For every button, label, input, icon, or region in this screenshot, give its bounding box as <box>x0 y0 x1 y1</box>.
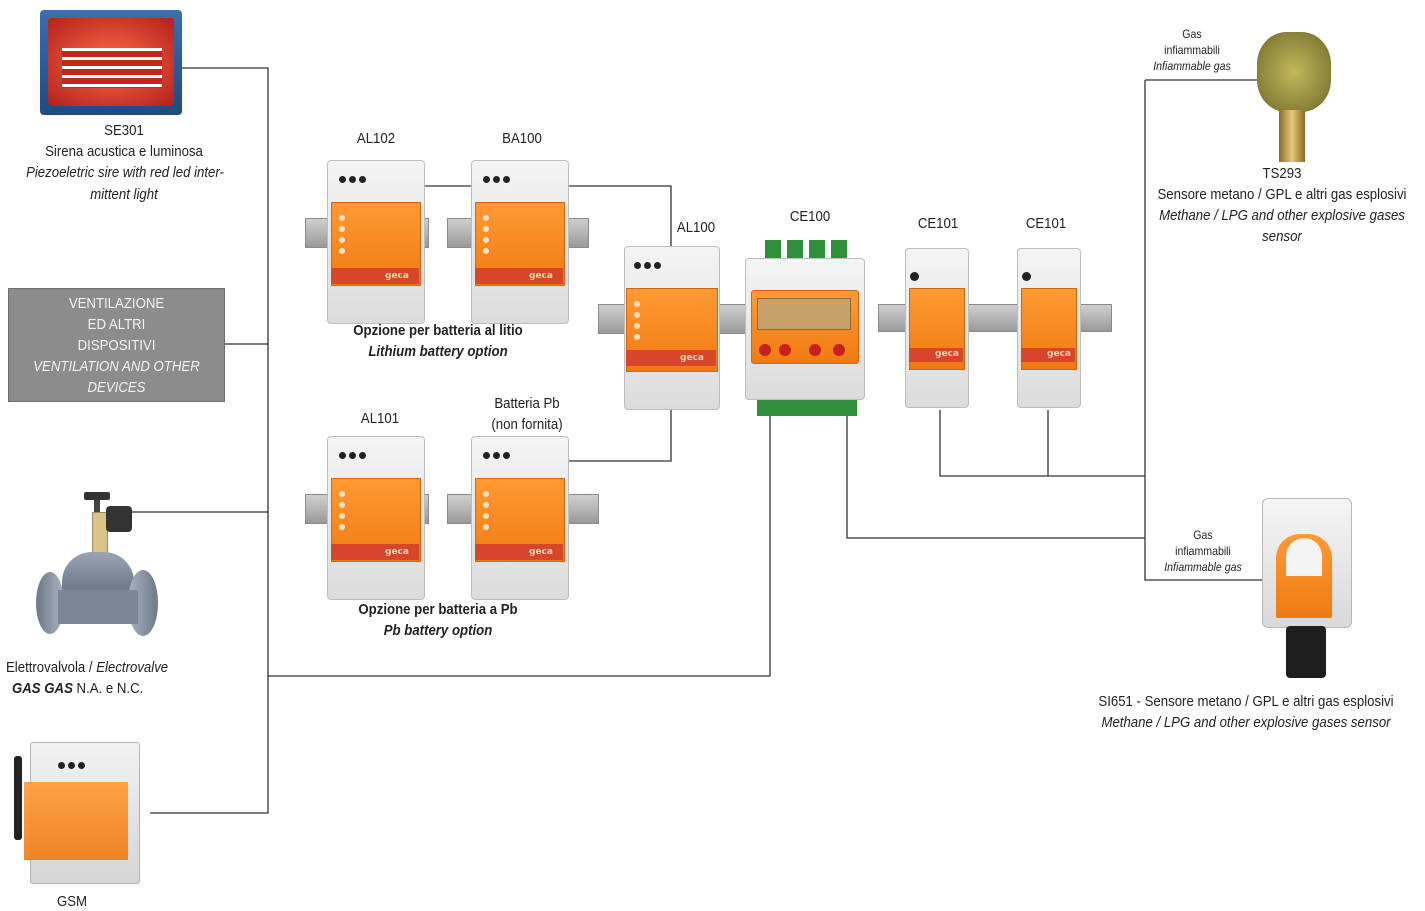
pb-option-it: Opzione per batteria a Pb <box>332 601 543 618</box>
lithium-option-it: Opzione per batteria al litio <box>332 322 543 339</box>
ts293-desc-en-1: Methane / LPG and other explosive gases <box>1150 207 1414 224</box>
pb-option-en: Pb battery option <box>332 622 543 639</box>
valve-gas-gas: GAS GAS <box>12 680 73 697</box>
ba100-label: BA100 <box>478 130 566 147</box>
ce101-a-brand: geca <box>935 349 959 359</box>
batteria-pb-label-2: (non fornita) <box>479 416 576 433</box>
si651-device <box>1262 498 1352 683</box>
module-al101: geca <box>305 436 427 601</box>
siren-device <box>40 10 182 115</box>
siren-desc-it: Sirena acustica e luminosa <box>27 143 221 160</box>
batteria-pb-label-1: Batteria Pb <box>479 395 576 412</box>
ventilation-line-3: DISPOSITIVI <box>22 337 211 354</box>
si651-desc-it: SI651 - Sensore metano / GPL e altri gas… <box>1096 693 1395 710</box>
ts293-desc-en-2: sensor <box>1238 228 1326 245</box>
ts293-gas-2: infiammabili <box>1148 43 1236 57</box>
module-ce100 <box>745 240 865 422</box>
ventilation-box: VENTILAZIONE ED ALTRI DISPOSITIVI VENTIL… <box>8 288 225 402</box>
valve-label-2: GAS GAS N.A. e N.C. <box>12 680 143 697</box>
lithium-option-en: Lithium battery option <box>332 343 543 360</box>
al100-brand: geca <box>680 353 704 363</box>
valve-label-1: Elettrovalvola / Electrovalve <box>6 659 168 676</box>
ce101-b-brand: geca <box>1047 349 1071 359</box>
ts293-desc-it: Sensore metano / GPL e altri gas esplosi… <box>1150 186 1414 203</box>
ce100-label: CE100 <box>766 208 854 225</box>
module-al102: geca <box>305 160 427 325</box>
si651-gas-2: infiammabili <box>1159 544 1247 558</box>
ventilation-line-2: ED ALTRI <box>22 316 211 333</box>
ce101-b-label: CE101 <box>1002 215 1090 232</box>
si651-desc-en: Methane / LPG and other explosive gases … <box>1096 714 1395 731</box>
al101-brand: geca <box>385 547 409 557</box>
al101-label: AL101 <box>336 410 424 427</box>
al102-label: AL102 <box>332 130 420 147</box>
siren-desc-en-1: Piezoeletric sire with red led inter- <box>17 164 233 181</box>
al100-label: AL100 <box>652 219 740 236</box>
wire-right-bus <box>1145 80 1265 580</box>
ts293-code: TS293 <box>1238 165 1326 182</box>
ts293-device <box>1255 24 1335 169</box>
valve-na-nc: N.A. e N.C. <box>73 680 143 697</box>
batteria-pb-brand: geca <box>529 547 553 557</box>
ce101-a-label: CE101 <box>894 215 982 232</box>
al102-brand: geca <box>385 271 409 281</box>
ts293-gas-3: Infiammable gas <box>1148 59 1236 73</box>
siren-code: SE301 <box>80 122 168 139</box>
valve-label-en: Electrovalve <box>96 659 168 676</box>
module-ba100: geca <box>447 160 587 325</box>
module-ce101-a: geca <box>905 248 969 408</box>
module-ce101-b: geca <box>1017 248 1081 408</box>
siren-desc-en-2: mittent light <box>80 186 168 203</box>
gsm-device <box>10 742 140 882</box>
wire-ce101-bus <box>940 410 1145 476</box>
ventilation-line-5: DEVICES <box>22 379 211 396</box>
si651-gas-1: Gas <box>1159 528 1247 542</box>
module-batteria-pb: geca <box>447 436 597 601</box>
ventilation-line-4: VENTILATION AND OTHER <box>22 358 211 375</box>
valve-label-it: Elettrovalvola / <box>6 659 96 676</box>
gsm-label: GSM <box>28 893 116 910</box>
module-al100: geca <box>598 246 748 411</box>
si651-gas-3: Infiammable gas <box>1159 560 1247 574</box>
ba100-brand: geca <box>529 271 553 281</box>
ts293-gas-1: Gas <box>1148 27 1236 41</box>
electrovalve-device <box>36 492 161 647</box>
ventilation-line-1: VENTILAZIONE <box>22 295 211 312</box>
